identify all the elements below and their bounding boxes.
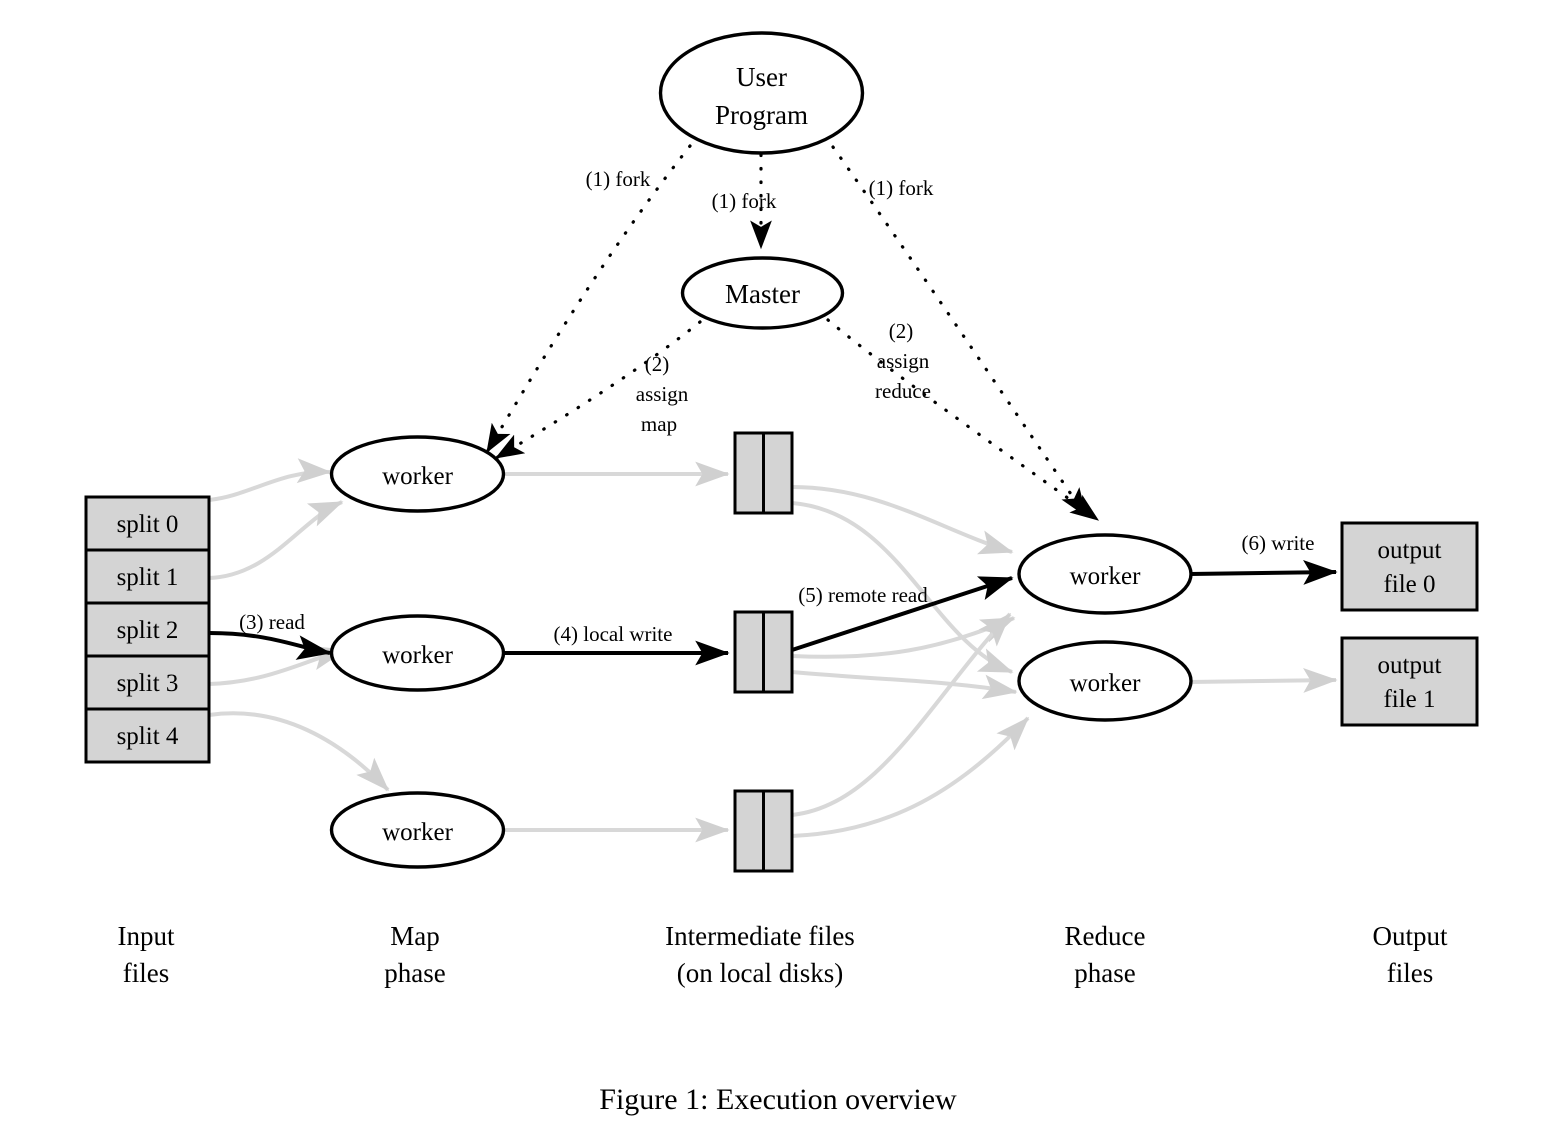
column-label-reduce-line1: Reduce: [1065, 921, 1146, 951]
map-worker-2[interactable]: worker: [329, 791, 506, 869]
edge-interm1-to-reduce2: [791, 501, 1014, 674]
map-worker-1-label: worker: [382, 642, 453, 669]
step-label-assign-map-1: (2): [645, 352, 670, 376]
reduce-worker-1[interactable]: worker: [1017, 640, 1193, 722]
intermediate-files-group: [733, 431, 794, 873]
column-label-intermediate-line1: Intermediate files: [665, 921, 855, 951]
split-box-2[interactable]: [84, 601, 211, 658]
edge-split3-to-worker2: [208, 645, 347, 686]
step-label-assign-reduce-2: assign: [877, 349, 930, 373]
step-label-fork-right: (1) fork: [869, 176, 934, 200]
gray-edges-map-to-intermediate: [503, 461, 730, 843]
map-worker-0-label: worker: [382, 463, 453, 490]
edge-fork-left: [485, 144, 692, 454]
intermediate-file-box-2[interactable]: [733, 789, 794, 873]
edge-split1-to-worker1: [208, 500, 344, 580]
intermediate-file-box-1[interactable]: [733, 610, 794, 694]
step-label-assign-map-3: map: [641, 412, 677, 436]
edge-fork-right: [831, 145, 1088, 518]
output-file-0-line1: output: [1378, 537, 1442, 564]
column-label-map-line1: Map: [390, 921, 440, 951]
step-label-assign-map-2: assign: [636, 382, 689, 406]
gray-edges-intermediate-to-reduce: [791, 485, 1030, 838]
user-program-label-line1: User: [736, 62, 787, 92]
reduce-worker-1-label: worker: [1070, 670, 1141, 697]
output-file-box-0[interactable]: output file 0: [1340, 521, 1479, 612]
column-label-map-line2: phase: [384, 958, 445, 988]
output-file-0-line2: file 0: [1383, 571, 1435, 598]
split-label-1: split 1: [117, 564, 179, 591]
step-label-remote-read: (5) remote read: [798, 583, 928, 607]
step-label-fork-center: (1) fork: [712, 189, 777, 213]
edge-split0-to-worker1: [208, 458, 332, 502]
edge-interm3-to-reduce2: [791, 716, 1030, 838]
step-labels-group: (1) fork (1) fork (1) fork (2) assign ma…: [239, 167, 1314, 646]
column-label-input-line2: files: [123, 958, 170, 988]
map-workers-group: worker worker worker: [329, 435, 506, 869]
step-label-assign-reduce-1: (2): [889, 319, 914, 343]
step-label-read: (3) read: [239, 610, 305, 634]
edge-assign-reduce: [826, 318, 1100, 522]
dotted-control-edges: [485, 144, 1100, 522]
step-label-write: (6) write: [1242, 531, 1315, 555]
master-label: Master: [725, 279, 800, 309]
intermediate-file-box-0[interactable]: [733, 431, 794, 515]
split-label-3: split 3: [117, 670, 179, 697]
step-label-assign-reduce-3: reduce: [875, 379, 931, 403]
output-file-box-1[interactable]: output file 1: [1340, 636, 1479, 727]
map-worker-0[interactable]: worker: [329, 435, 506, 513]
edge-assign-map: [494, 320, 702, 460]
input-files-group: split 0 split 1 split 2 split 3 split 4: [84, 495, 211, 764]
reduce-worker-0-label: worker: [1070, 563, 1141, 590]
edge-interm3-to-reduce1: [791, 612, 1012, 817]
column-label-input-line1: Input: [118, 921, 175, 951]
column-label-reduce-line2: phase: [1074, 958, 1135, 988]
figure-caption: Figure 1: Execution overview: [599, 1083, 957, 1116]
edge-interm1-to-reduce1: [791, 485, 1014, 555]
step-label-local-write: (4) local write: [554, 622, 673, 646]
edge-split2-read-to-worker2: [208, 631, 332, 660]
column-label-output-line1: Output: [1372, 921, 1448, 951]
gray-edges-input-to-map: [208, 458, 390, 792]
user-program-label-line2: Program: [715, 100, 808, 130]
output-file-1-line2: file 1: [1383, 686, 1435, 713]
column-label-output-line2: files: [1387, 958, 1434, 988]
column-labels-group: Input files Map phase Intermediate files…: [118, 921, 1448, 988]
split-label-4: split 4: [117, 723, 179, 750]
step-label-fork-left: (1) fork: [586, 167, 651, 191]
edge-split4-to-worker3: [208, 711, 390, 792]
edge-reduce2-to-output1: [1189, 668, 1338, 693]
split-label-2: split 2: [117, 617, 179, 644]
split-box-4[interactable]: [84, 707, 211, 764]
map-worker-1[interactable]: worker: [329, 614, 506, 692]
edge-interm2-to-reduce2: [791, 670, 1018, 700]
split-label-0: split 0: [117, 511, 179, 538]
solid-highlight-edges: [208, 560, 1338, 666]
map-worker-2-label: worker: [382, 819, 453, 846]
edge-interm2-remote-read-to-reduce1: [791, 576, 1014, 652]
output-files-group: output file 0 output file 1: [1340, 521, 1479, 727]
edge-reduce1-write-to-output0: [1189, 560, 1338, 585]
master-node[interactable]: Master: [680, 256, 845, 330]
column-label-intermediate-line2: (on local disks): [677, 958, 843, 988]
user-program-node[interactable]: User Program: [658, 31, 865, 155]
reduce-workers-group: worker worker: [1017, 533, 1193, 722]
output-file-1-line1: output: [1378, 652, 1442, 679]
split-box-0[interactable]: [84, 495, 211, 552]
reduce-worker-0[interactable]: worker: [1017, 533, 1193, 615]
split-box-3[interactable]: [84, 654, 211, 711]
